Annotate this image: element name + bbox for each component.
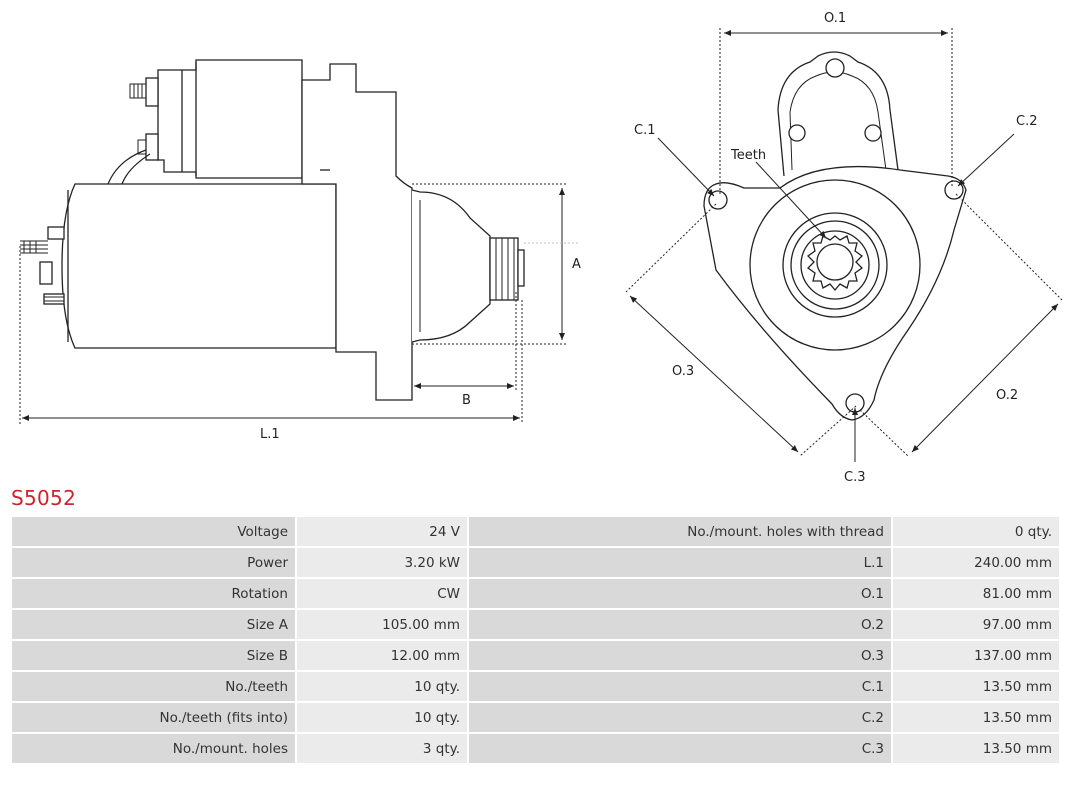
dim-a-label: A — [572, 257, 581, 272]
dim-c2-label: C.2 — [1016, 114, 1037, 129]
spec-value: 3.20 kW — [297, 548, 467, 577]
spec-value: 13.50 mm — [893, 672, 1059, 701]
spec-value: 0 qty. — [893, 517, 1059, 546]
spec-value: 105.00 mm — [297, 610, 467, 639]
spec-label: C.3 — [469, 734, 891, 763]
spec-value: 240.00 mm — [893, 548, 1059, 577]
spec-value: 13.50 mm — [893, 734, 1059, 763]
spec-label: C.1 — [469, 672, 891, 701]
spec-label: O.1 — [469, 579, 891, 608]
spec-value: 13.50 mm — [893, 703, 1059, 732]
motor-body — [61, 183, 337, 349]
rear-terminal-top — [47, 226, 65, 240]
table-row: Size A 105.00 mm O.2 97.00 mm — [12, 610, 1059, 639]
rear-terminal-mid — [39, 261, 53, 285]
spec-label: Size B — [12, 641, 295, 670]
dim-l1-label: L.1 — [260, 427, 280, 442]
side-view — [20, 59, 525, 401]
table-row: Rotation CW O.1 81.00 mm — [12, 579, 1059, 608]
specifications-table: Voltage 24 V No./mount. holes with threa… — [10, 515, 1061, 765]
spec-label: Power — [12, 548, 295, 577]
spec-label: No./teeth (fits into) — [12, 703, 295, 732]
dim-o3-label: O.3 — [672, 364, 694, 379]
technical-drawing: A B L.1 O.1 C.1 C.2 — [19, 11, 1063, 485]
side-view-dimensions — [19, 183, 580, 424]
dim-c1-label: C.1 — [634, 123, 655, 138]
spec-label: Voltage — [12, 517, 295, 546]
spec-value: CW — [297, 579, 467, 608]
table-row: Voltage 24 V No./mount. holes with threa… — [12, 517, 1059, 546]
spec-label: L.1 — [469, 548, 891, 577]
spec-value: 24 V — [297, 517, 467, 546]
spec-value: 137.00 mm — [893, 641, 1059, 670]
part-number: S5052 — [11, 486, 77, 510]
spec-label: O.2 — [469, 610, 891, 639]
spec-label: O.3 — [469, 641, 891, 670]
teeth-label: Teeth — [730, 148, 766, 163]
spec-value: 10 qty. — [297, 703, 467, 732]
table-row: Size B 12.00 mm O.3 137.00 mm — [12, 641, 1059, 670]
spec-label: C.2 — [469, 703, 891, 732]
spec-value: 12.00 mm — [297, 641, 467, 670]
spec-value: 81.00 mm — [893, 579, 1059, 608]
dim-o3-line — [629, 295, 799, 453]
spec-label: No./mount. holes with thread — [469, 517, 891, 546]
dim-c3-label: C.3 — [844, 470, 865, 485]
spec-value: 10 qty. — [297, 672, 467, 701]
solenoid — [157, 59, 303, 179]
spec-value: 97.00 mm — [893, 610, 1059, 639]
dim-o1-label: O.1 — [824, 11, 846, 26]
table-row: Power 3.20 kW L.1 240.00 mm — [12, 548, 1059, 577]
spec-value: 3 qty. — [297, 734, 467, 763]
spec-label: Rotation — [12, 579, 295, 608]
nose-cone — [411, 189, 491, 343]
dim-b-label: B — [462, 393, 471, 408]
front-view — [703, 51, 967, 421]
table-row: No./teeth (fits into) 10 qty. C.2 13.50 … — [12, 703, 1059, 732]
dim-o2-label: O.2 — [996, 388, 1018, 403]
front-view-dimensions — [625, 28, 1063, 462]
table-row: No./mount. holes 3 qty. C.3 13.50 mm — [12, 734, 1059, 763]
rear-terminal-bottom — [43, 293, 65, 305]
drive-housing — [301, 63, 413, 401]
spec-label: No./teeth — [12, 672, 295, 701]
dim-o2-line — [911, 303, 1059, 453]
spec-label: Size A — [12, 610, 295, 639]
spec-label: No./mount. holes — [12, 734, 295, 763]
table-row: No./teeth 10 qty. C.1 13.50 mm — [12, 672, 1059, 701]
